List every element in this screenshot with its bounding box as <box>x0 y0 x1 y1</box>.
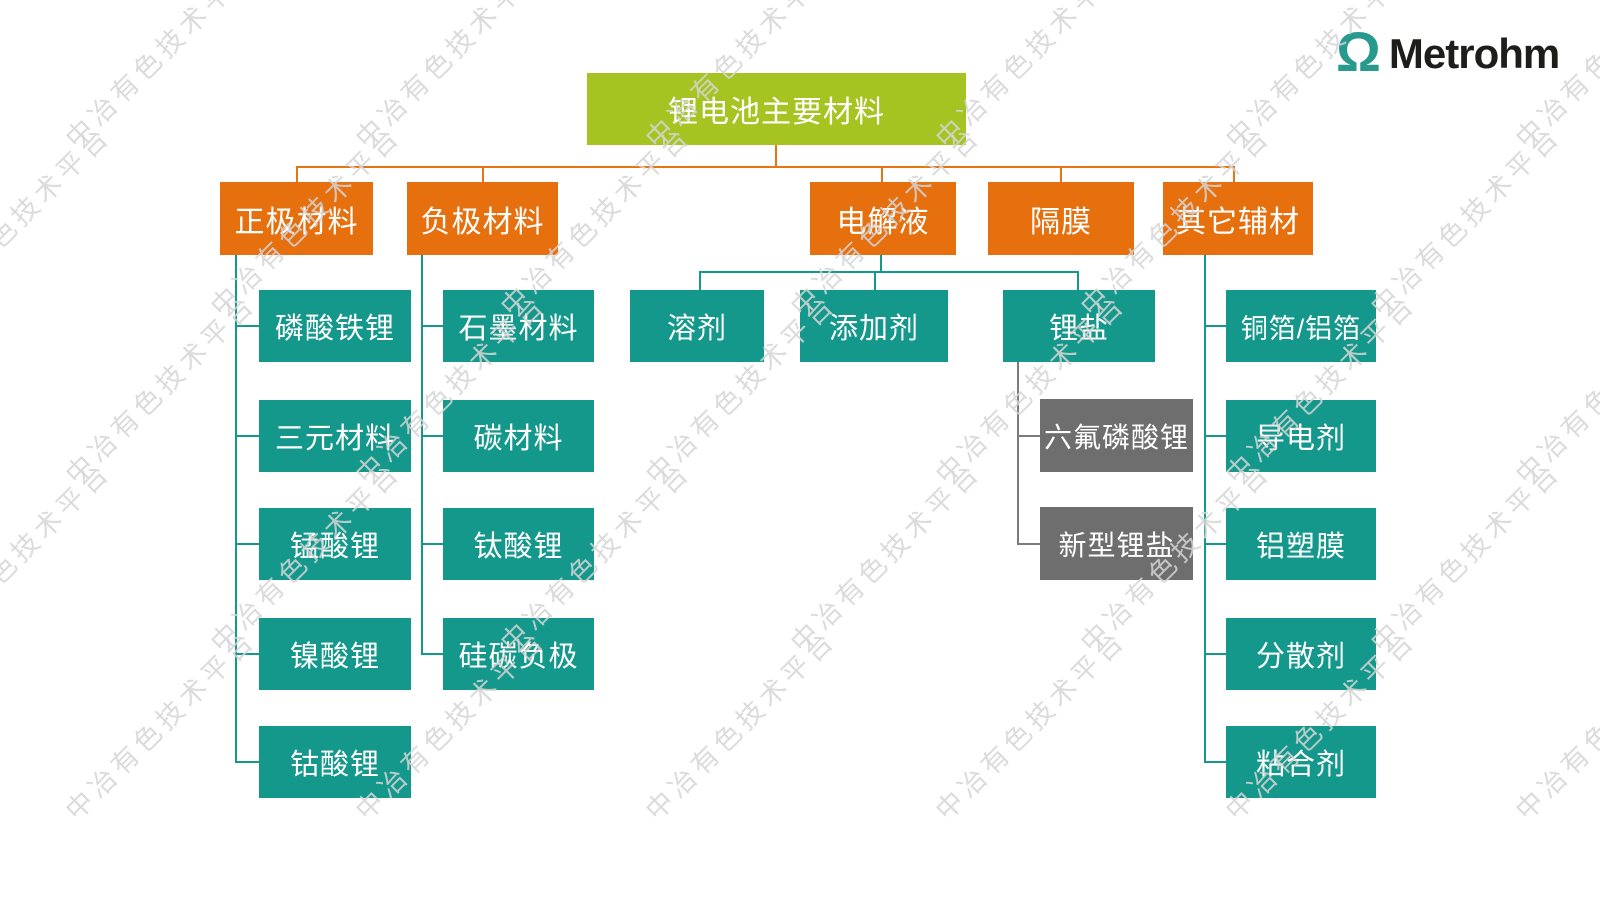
connector-root-drop <box>775 145 777 168</box>
connector-electrolyte-hline <box>699 271 1079 273</box>
node-anode: 负极材料 <box>407 182 558 255</box>
connector-auxiliary-stub-1 <box>1204 325 1226 327</box>
connector-drop-lithium-salt <box>1077 271 1079 290</box>
watermark-text: 中冶有色技术平台 <box>0 455 118 659</box>
watermark-text: 中冶有色技术平台 <box>0 119 118 323</box>
connector-cathode-stub-2 <box>235 435 259 437</box>
connector-auxiliary-vline <box>1204 255 1206 763</box>
connector-cathode-stub-5 <box>235 761 259 763</box>
node-copper-aluminum-foil: 铜箔/铝箔 <box>1226 290 1376 362</box>
node-additive: 添加剂 <box>800 290 948 362</box>
connector-anode-stub-4 <box>421 653 443 655</box>
metrohm-brand-text: Metrohm <box>1388 30 1560 77</box>
connector-lithium-salt-vline <box>1017 362 1019 544</box>
connector-auxiliary-stub-5 <box>1204 761 1226 763</box>
watermark-text: 中冶有色技术平台 <box>1509 623 1600 827</box>
node-auxiliary: 其它辅材 <box>1163 182 1313 255</box>
omega-logo-icon: Ω <box>1336 20 1381 83</box>
node-lmo: 锰酸锂 <box>259 508 411 580</box>
watermark-text: 中冶有色技术平台 <box>784 455 988 659</box>
connector-anode-vline <box>421 255 423 655</box>
node-conductive-agent: 导电剂 <box>1226 400 1376 472</box>
node-lifepo4: 磷酸铁锂 <box>259 290 411 362</box>
connector-electrolyte-drop <box>880 255 882 272</box>
node-dispersant: 分散剂 <box>1226 618 1376 690</box>
connector-lithium-salt-stub-2 <box>1017 543 1040 545</box>
watermark-text: 中冶有色技术平台 <box>349 0 553 155</box>
connector-drop-anode <box>482 166 484 182</box>
node-lno: 镍酸锂 <box>259 618 411 690</box>
watermark-text: 中冶有色技术平台 <box>929 623 1133 827</box>
node-new-lithium-salt: 新型锂盐 <box>1040 507 1193 580</box>
watermark-text: 中冶有色技术平台 <box>1364 455 1568 659</box>
connector-auxiliary-stub-2 <box>1204 435 1226 437</box>
node-carbon: 碳材料 <box>443 400 594 472</box>
node-lto: 钛酸锂 <box>443 508 594 580</box>
connector-drop-auxiliary <box>1233 166 1235 182</box>
connector-cathode-vline <box>235 255 237 763</box>
connector-lithium-salt-stub-1 <box>1017 435 1040 437</box>
connector-anode-stub-2 <box>421 435 443 437</box>
connector-drop-separator <box>1060 166 1062 182</box>
watermark-text: 中冶有色技术平台 <box>59 0 263 155</box>
watermark-text: 中冶有色技术平台 <box>1364 119 1568 323</box>
connector-anode-stub-1 <box>421 325 443 327</box>
node-solvent: 溶剂 <box>630 290 764 362</box>
connector-drop-cathode <box>296 166 298 182</box>
node-graphite: 石墨材料 <box>443 290 594 362</box>
connector-cathode-stub-4 <box>235 653 259 655</box>
connector-level1-hline <box>296 166 1235 168</box>
node-lco: 钴酸锂 <box>259 726 411 798</box>
watermark-text: 中冶有色技术平台 <box>59 287 263 491</box>
watermark-text: 中冶有色技术平台 <box>639 623 843 827</box>
connector-auxiliary-stub-4 <box>1204 653 1226 655</box>
node-ternary: 三元材料 <box>259 400 411 472</box>
watermark-text: 中冶有色技术平台 <box>1509 287 1600 491</box>
connector-drop-solvent <box>699 271 701 290</box>
node-root: 锂电池主要材料 <box>587 73 966 145</box>
node-separator: 隔膜 <box>988 182 1134 255</box>
connector-drop-electrolyte <box>881 166 883 182</box>
connector-cathode-stub-1 <box>235 325 259 327</box>
watermark-text: 中冶有色技术平台 <box>59 623 263 827</box>
node-lipf6: 六氟磷酸锂 <box>1040 399 1193 472</box>
node-cathode: 正极材料 <box>220 182 373 255</box>
connector-auxiliary-stub-3 <box>1204 543 1226 545</box>
connector-anode-stub-3 <box>421 543 443 545</box>
node-silicon-carbon: 硅碳负极 <box>443 618 594 690</box>
node-electrolyte: 电解液 <box>810 182 956 255</box>
node-binder: 粘合剂 <box>1226 726 1376 798</box>
node-lithium-salt: 锂盐 <box>1003 290 1155 362</box>
node-aluminum-plastic-film: 铝塑膜 <box>1226 508 1376 580</box>
connector-drop-additive <box>874 271 876 290</box>
connector-cathode-stub-3 <box>235 543 259 545</box>
metrohm-logo: Ω Metrohm <box>1336 20 1560 83</box>
